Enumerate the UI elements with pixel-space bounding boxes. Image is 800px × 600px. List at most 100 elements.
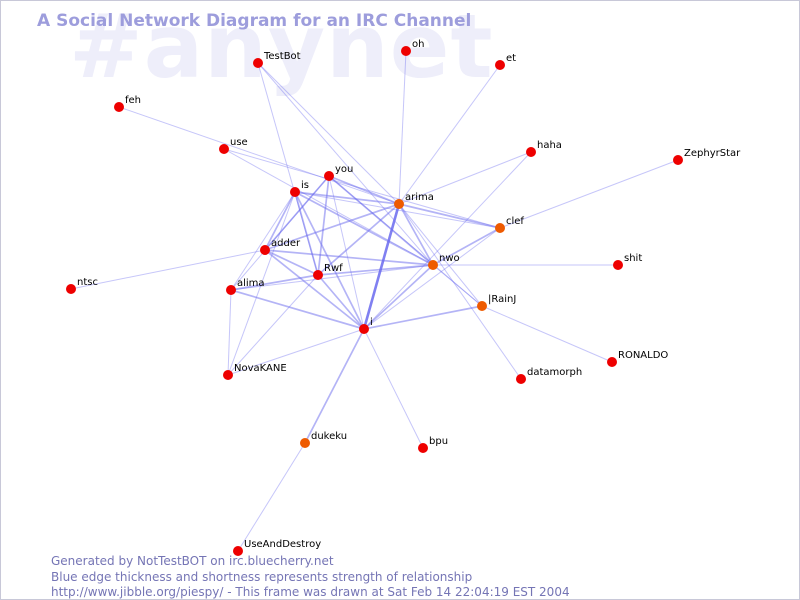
node-label: NovaKANE — [234, 363, 287, 374]
edge-rwf-novakane — [227, 274, 319, 376]
edge-adder-rwf — [264, 249, 319, 276]
edge-you-adder — [264, 175, 330, 251]
edge-is-rwf — [294, 191, 319, 276]
node-dot — [613, 260, 623, 270]
node-bpu: bpu — [418, 436, 448, 453]
edge-is-arima — [294, 191, 400, 205]
footer-legend-note: Blue edge thickness and shortness repres… — [51, 570, 473, 584]
node-label: ntsc — [77, 277, 98, 288]
node-arima: arima — [394, 192, 434, 209]
edge-i-novakane — [227, 328, 365, 376]
edge-adder-i — [264, 249, 365, 330]
node-dot — [359, 324, 369, 334]
node-testbot: TestBot — [253, 51, 301, 68]
node-dot — [233, 546, 243, 556]
edge-clef-nwo — [432, 227, 501, 266]
node-feh: feh — [114, 95, 141, 112]
node-label: shit — [624, 253, 642, 264]
edge-adder-ntsc — [70, 249, 266, 290]
edge-nwo-rwf — [317, 264, 434, 276]
node-dot — [673, 155, 683, 165]
node-zephyrstar: ZephyrStar — [673, 148, 741, 165]
node-dot — [495, 60, 505, 70]
edge-you-arima — [328, 175, 400, 205]
node-label: |RainJ — [488, 294, 516, 305]
footer-url-timestamp: http://www.jibble.org/piespy/ - This fra… — [51, 585, 570, 599]
edge-clef-i — [363, 227, 501, 330]
node-label: nwo — [439, 253, 460, 264]
footer-generated-by: Generated by NotTestBOT on irc.bluecherr… — [51, 554, 334, 568]
node-dot — [477, 301, 487, 311]
node-label: is — [301, 180, 309, 191]
node-label: i — [370, 317, 373, 328]
node-adder: adder — [260, 238, 301, 255]
edge-i-dukeku — [304, 328, 365, 444]
edge-you-i — [328, 175, 365, 330]
edge-is-i — [294, 191, 365, 330]
edge-you-rwf — [317, 175, 330, 276]
edge-et-arima — [398, 64, 501, 205]
edge-is-novakane — [227, 191, 296, 376]
edge-alima-rwf — [230, 274, 319, 291]
edge-i-bpu — [363, 328, 424, 449]
node-dot — [526, 147, 536, 157]
edge-rainj-ronaldo — [481, 305, 613, 363]
node-oh: oh — [401, 39, 424, 56]
node-dot — [428, 260, 438, 270]
node-dot — [226, 285, 236, 295]
edge-adder-nwo — [264, 249, 434, 266]
edge-oh-arima — [398, 50, 407, 205]
node-label: adder — [271, 238, 301, 249]
node-dot — [394, 199, 404, 209]
node-ntsc: ntsc — [66, 277, 98, 294]
node-dukeku: dukeku — [300, 431, 347, 448]
node-label: dukeku — [311, 431, 347, 442]
edge-dukeku-useanddestroy — [237, 442, 306, 552]
edge-is-adder — [264, 191, 296, 251]
node-novakane: NovaKANE — [223, 363, 287, 380]
node-label: bpu — [429, 436, 448, 447]
node-dot — [418, 443, 428, 453]
node-label: use — [230, 137, 248, 148]
edge-arima-rwf — [317, 203, 400, 276]
node-dot — [66, 284, 76, 294]
edge-alima-novakane — [227, 289, 232, 376]
node-label: UseAndDestroy — [244, 539, 321, 550]
node-dot — [607, 357, 617, 367]
node-dot — [253, 58, 263, 68]
node-dot — [290, 187, 300, 197]
edge-haha-arima — [398, 151, 532, 205]
node-dot — [300, 438, 310, 448]
node-dot — [324, 171, 334, 181]
node-label: ZephyrStar — [684, 148, 741, 159]
node-et: et — [495, 53, 516, 70]
node-dot — [114, 102, 124, 112]
edge-haha-i — [363, 151, 532, 330]
node-is: is — [290, 180, 309, 197]
edge-testbot-nwo — [257, 62, 434, 266]
edge-arima-i — [362, 203, 401, 330]
node-label: alima — [237, 278, 265, 289]
node-shit: shit — [613, 253, 642, 270]
edge-is-nwo — [294, 191, 434, 266]
node-alima: alima — [226, 278, 265, 295]
node-dot — [260, 245, 270, 255]
node-dot — [516, 374, 526, 384]
edge-feh-arima — [118, 106, 400, 205]
node-haha: haha — [526, 140, 562, 157]
diagram-title: A Social Network Diagram for an IRC Chan… — [37, 11, 472, 31]
edge-you-alima — [230, 175, 330, 291]
edge-nwo-rainj — [432, 264, 483, 307]
node-dot — [495, 223, 505, 233]
node-useanddestroy: UseAndDestroy — [233, 539, 321, 556]
edge-arima-rainj — [398, 203, 483, 307]
node-dot — [223, 370, 233, 380]
node-label: TestBot — [263, 51, 301, 62]
node-label: RONALDO — [618, 350, 668, 361]
node-datamorph: datamorph — [516, 367, 582, 384]
node-dot — [313, 270, 323, 280]
node-rainj: |RainJ — [477, 294, 516, 311]
